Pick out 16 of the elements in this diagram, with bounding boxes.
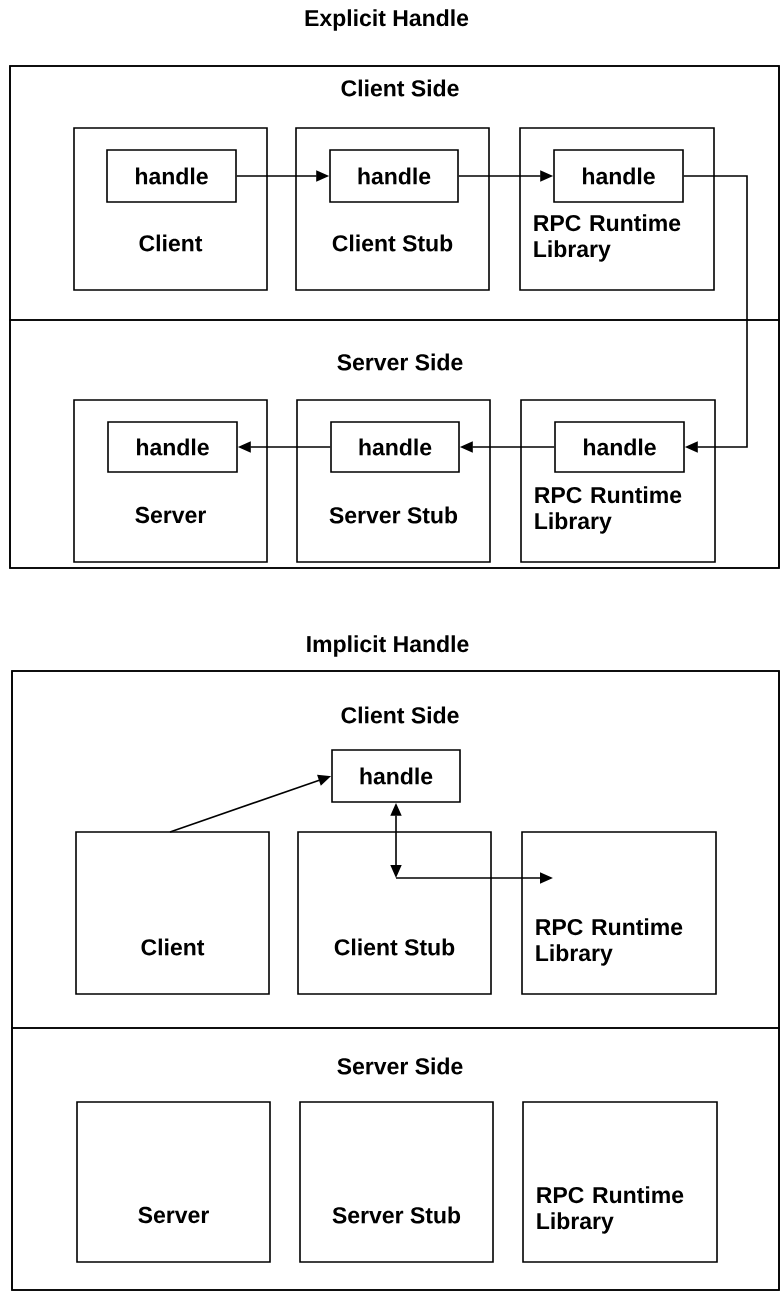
component-box: RPC Runtime Library bbox=[522, 1101, 718, 1263]
handle-box: handle bbox=[107, 421, 238, 473]
component-box: Server bbox=[76, 1101, 271, 1263]
handle-box: handle bbox=[330, 421, 460, 473]
node-label: Implicit Handle bbox=[307, 635, 469, 657]
component-box: Client bbox=[75, 831, 270, 995]
node-label: Explicit Handle bbox=[305, 9, 469, 31]
component-box: Client Stub bbox=[297, 831, 492, 995]
handle-box: handle bbox=[331, 749, 461, 803]
handle-box: handle bbox=[553, 149, 684, 203]
component-box: Server Stub bbox=[299, 1101, 494, 1263]
handle-box: handle bbox=[106, 149, 237, 203]
handle-box: handle bbox=[554, 421, 685, 473]
component-box: RPC Runtime Library bbox=[521, 831, 717, 995]
handle-box: handle bbox=[329, 149, 459, 203]
arrow bbox=[683, 175, 748, 453]
